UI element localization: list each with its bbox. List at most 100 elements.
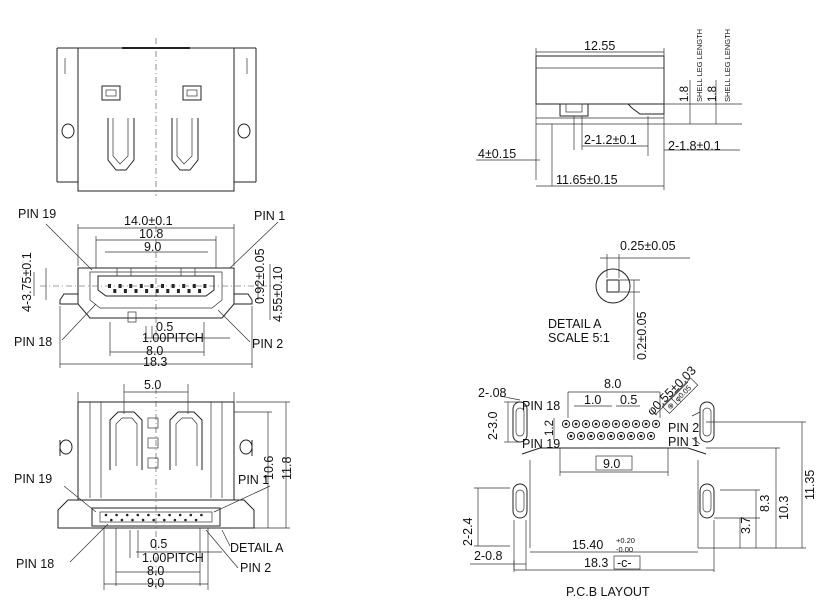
pcb-pad [576, 431, 586, 441]
bottom-pin [115, 513, 118, 517]
front-pitch: 1.00PITCH [142, 331, 204, 345]
pcb-width-1540: 15.40 [572, 538, 603, 552]
pcb-pin1-label: PIN 1 [668, 435, 699, 449]
pcb-pad-hole [609, 434, 613, 438]
bottom-pitch: 1.00PITCH [142, 551, 204, 565]
bottom-pin [184, 518, 187, 522]
side-dim-3: 4±0.15 [478, 147, 516, 161]
front-width-outer: 10.8 [139, 227, 163, 241]
pcb-pad-hole [654, 422, 658, 426]
pcb-dim-b: 2-3.0 [486, 411, 500, 440]
bottom-pin [152, 518, 155, 522]
bottom-pin [110, 518, 113, 522]
pcb-ref: -c- [617, 556, 632, 570]
front-pin [203, 284, 207, 288]
front-pin [139, 284, 143, 288]
front-view [33, 221, 279, 368]
bottom-span-2: 9.0 [147, 576, 164, 590]
pcb-pitch-1: 1.0 [584, 393, 601, 407]
pcb-pad-hole [564, 422, 568, 426]
pcb-pad [591, 419, 601, 429]
pcb-h-83: 8.3 [758, 495, 772, 512]
bottom-pin18-label: PIN 18 [16, 557, 54, 571]
bottom-pin [141, 518, 145, 522]
bottom-pin1-label: PIN 1 [238, 473, 269, 487]
pcb-pad [586, 431, 596, 441]
pcb-pad-hole [569, 434, 573, 438]
front-pin [192, 284, 196, 288]
front-pitch-gap: 0.5 [156, 320, 173, 334]
pcb-pad [621, 419, 631, 429]
bottom-pin [189, 513, 193, 517]
bottom-pin [200, 513, 203, 517]
pcb-title: P.C.B LAYOUT [566, 585, 650, 599]
pcb-pad [596, 431, 606, 441]
pcb-dim-24: 2-2.4 [461, 517, 475, 546]
pcb-pad [646, 431, 656, 441]
bottom-span-1: 8.0 [147, 564, 164, 578]
bottom-pin [163, 518, 166, 522]
pcb-pad [611, 419, 621, 429]
side-dim-4: 11.65±0.15 [556, 173, 618, 187]
pcb-pad [566, 431, 576, 441]
front-height-side: 4-3.75±0.1 [20, 252, 34, 312]
front-pin1-label: PIN 1 [254, 209, 285, 223]
front-pin2-label: PIN 2 [252, 337, 283, 351]
pcb-h-1135: 11.35 [803, 470, 817, 500]
bottom-pin [125, 513, 129, 517]
bottom-height-2: 11.8 [280, 457, 294, 480]
front-pin [176, 289, 180, 293]
bottom-pin [178, 513, 182, 517]
front-pin [123, 289, 127, 293]
pcb-pad-hole [614, 422, 618, 426]
pcb-pad-hole [574, 422, 578, 426]
bottom-pin19-label: PIN 19 [14, 472, 52, 486]
bottom-pin [147, 513, 150, 517]
pcb-dim-08: 2-0.8 [474, 549, 503, 563]
pcb-pad [641, 419, 651, 429]
pcb-pad-hole [644, 422, 648, 426]
pcb-pad [571, 419, 581, 429]
pcb-pin2-label: PIN 2 [668, 421, 699, 435]
front-width-total: 14.0±0.1 [124, 214, 173, 228]
pcb-layout [470, 381, 806, 572]
front-span: 8.0 [146, 344, 163, 358]
bottom-pin [173, 518, 177, 522]
pcb-pin19-label: PIN 19 [522, 437, 560, 451]
pcb-pin18-label: PIN 18 [522, 399, 560, 413]
pcb-pad-hole [604, 422, 608, 426]
front-pin [198, 289, 202, 293]
pcb-pad-hole [629, 434, 633, 438]
pcb-pad [606, 431, 616, 441]
front-pin [150, 284, 154, 288]
pcb-width-9: 9.0 [603, 457, 620, 471]
side-shell1: 1.8 [679, 86, 691, 102]
side-shell2-label: SHELL LEG LENGTH [723, 29, 732, 102]
front-pin [134, 289, 138, 293]
pcb-pad-hole [599, 434, 603, 438]
pcb-pad [651, 419, 661, 429]
pcb-pad [601, 419, 611, 429]
pcb-h-37: 3.7 [739, 517, 753, 534]
detail-a [595, 254, 690, 360]
pcb-tol-symbol: ⊕ [665, 400, 676, 411]
pcb-tol-up: +0.20 [616, 536, 635, 545]
front-pin [113, 289, 117, 293]
front-height-right: 4.55±0.10 [271, 266, 285, 322]
pcb-tol-dn: -0.00 [616, 545, 633, 554]
pcb-pad [631, 419, 641, 429]
pcb-dim-a: 2-.08 [478, 386, 507, 400]
pcb-pad-hole [639, 434, 643, 438]
bottom-pin [168, 513, 171, 517]
side-dim-1: 2-1.2±0.1 [584, 133, 637, 147]
side-shell2: 1.8 [707, 86, 719, 102]
front-total: 18.3 [143, 355, 167, 369]
pcb-pad [581, 419, 591, 429]
pcb-pad-hole [624, 422, 628, 426]
bottom-pin [136, 513, 140, 517]
side-length: 12.55 [584, 39, 615, 53]
detail-a-height: 0.2±0.05 [635, 311, 649, 360]
bottom-gap: 0.5 [150, 537, 167, 551]
front-depth: 0.92±0.05 [253, 248, 267, 304]
